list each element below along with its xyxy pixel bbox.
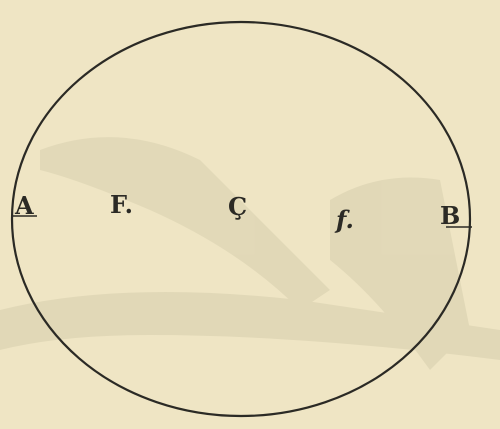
ellipse-outline	[10, 20, 472, 418]
label-a: A	[14, 191, 34, 220]
label-b: B	[440, 201, 460, 230]
label-f-upper: F.	[110, 190, 133, 219]
label-f-lower: f.	[334, 205, 354, 234]
label-c: Ç	[228, 192, 247, 221]
